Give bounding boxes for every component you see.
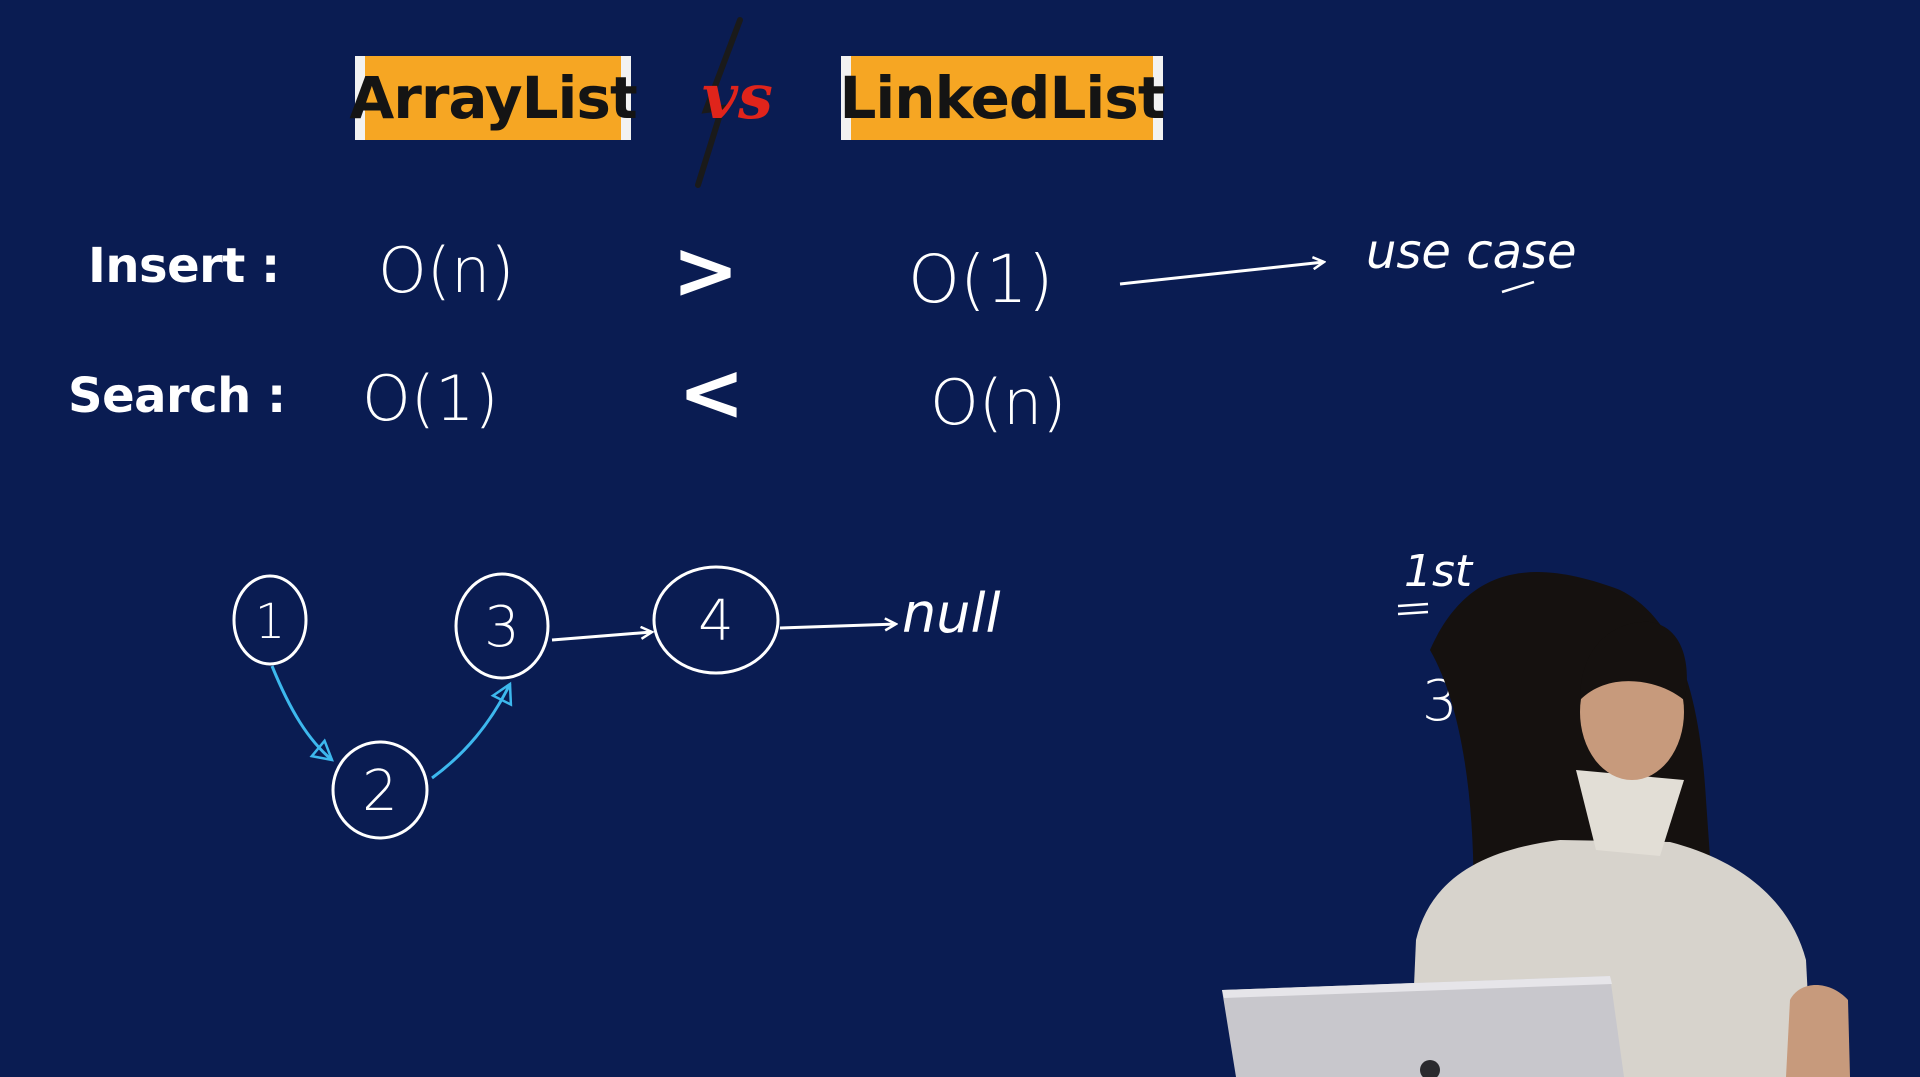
versus-text: vs (702, 60, 773, 133)
use-case-underline (1501, 280, 1535, 294)
note-first: 1st (1404, 546, 1474, 597)
search-comparison-sign: < (678, 346, 745, 439)
link-4-to-null (779, 624, 896, 628)
search-linkedlist-complexity: O(n) (930, 366, 1066, 439)
note-first-underline (1397, 602, 1429, 616)
laptop-logo-icon (1420, 1060, 1440, 1077)
link-2-to-3 (431, 684, 510, 780)
node-2: 2 (331, 740, 429, 840)
node-1: 1 (232, 574, 308, 666)
insert-linkedlist-complexity: O(1) (908, 241, 1053, 318)
arraylist-title-badge: ArrayList (349, 56, 638, 140)
search-arraylist-complexity: O(1) (362, 362, 499, 435)
insert-arraylist-complexity: O(n) (378, 234, 514, 307)
linkedlist-title-badge: LinkedList (839, 56, 1166, 140)
search-row-label: Search : (68, 368, 286, 424)
node-4-label: 4 (698, 589, 734, 654)
insert-comparison-sign: > (672, 224, 739, 317)
node-1-label: 1 (255, 594, 286, 650)
use-case-arrow (1119, 262, 1324, 286)
node-3-label: 3 (484, 595, 520, 660)
node-2-label: 2 (362, 759, 398, 824)
versus-mark: vs (695, 17, 773, 188)
use-case-note: use case (1366, 224, 1577, 280)
laptop (1222, 976, 1624, 1077)
link-1-to-2 (270, 665, 332, 760)
node-4: 4 (652, 565, 780, 675)
node-3: 3 (454, 572, 550, 680)
insert-row-label: Insert : (88, 238, 280, 294)
link-3-to-4 (551, 632, 652, 642)
null-label: null (902, 582, 1000, 645)
